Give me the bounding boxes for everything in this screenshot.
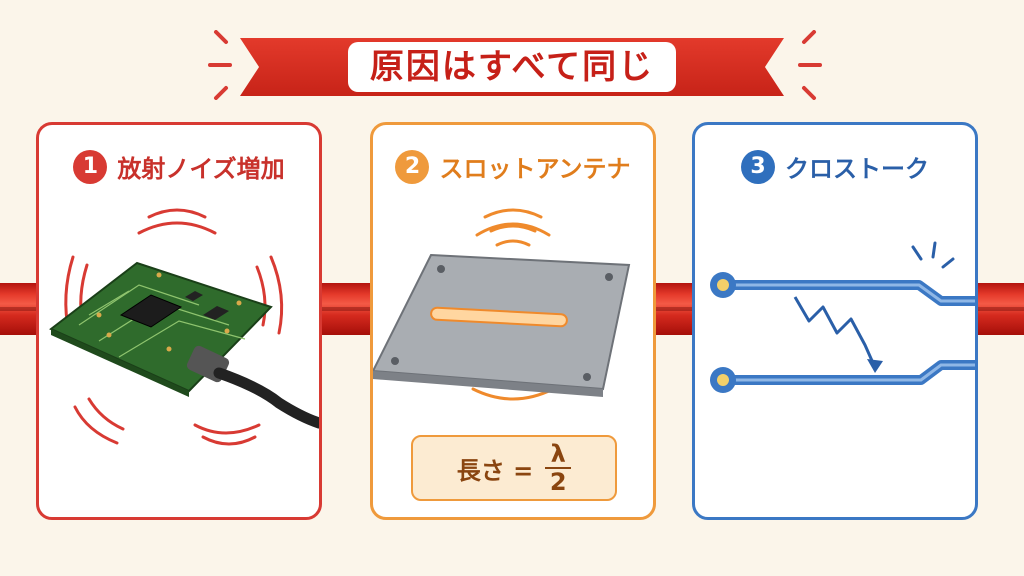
panel-number-badge: 3	[741, 149, 775, 184]
right-burst-icon	[798, 30, 822, 100]
formula-label: 長さ =	[456, 456, 534, 485]
panel-number-badge: 1	[73, 149, 108, 184]
formula-denominator: 2	[549, 468, 567, 496]
panel-title-label: 放射ノイズ増加	[117, 155, 285, 183]
parallel-traces-icon	[710, 241, 975, 393]
panel-title: 1 放射ノイズ増加	[39, 149, 319, 184]
page-title: 原因はすべて同じ	[347, 42, 677, 92]
metal-plate-slot-icon	[373, 208, 631, 401]
panel-slot-antenna: 2 スロットアンテナ 長さ = λ 2	[370, 122, 656, 520]
left-burst-icon	[208, 30, 232, 100]
formula-numerator: λ	[550, 440, 566, 468]
slot-length-formula: 長さ = λ 2	[411, 435, 617, 501]
panel-title-label: クロストーク	[785, 155, 929, 183]
panel-radiated-noise: 1 放射ノイズ増加	[36, 122, 322, 520]
panel-crosstalk: 3 クロストーク	[692, 122, 978, 520]
panel-title: 3 クロストーク	[695, 149, 975, 184]
pcb-with-cable-icon	[49, 208, 319, 446]
title-banner: 原因はすべて同じ	[240, 38, 784, 96]
lambda-over-two: λ 2	[545, 440, 572, 496]
panel-title: 2 スロットアンテナ	[373, 149, 653, 184]
panel-number-badge: 2	[395, 149, 430, 184]
fraction-bar	[545, 467, 572, 469]
panel-title-label: スロットアンテナ	[439, 155, 631, 183]
